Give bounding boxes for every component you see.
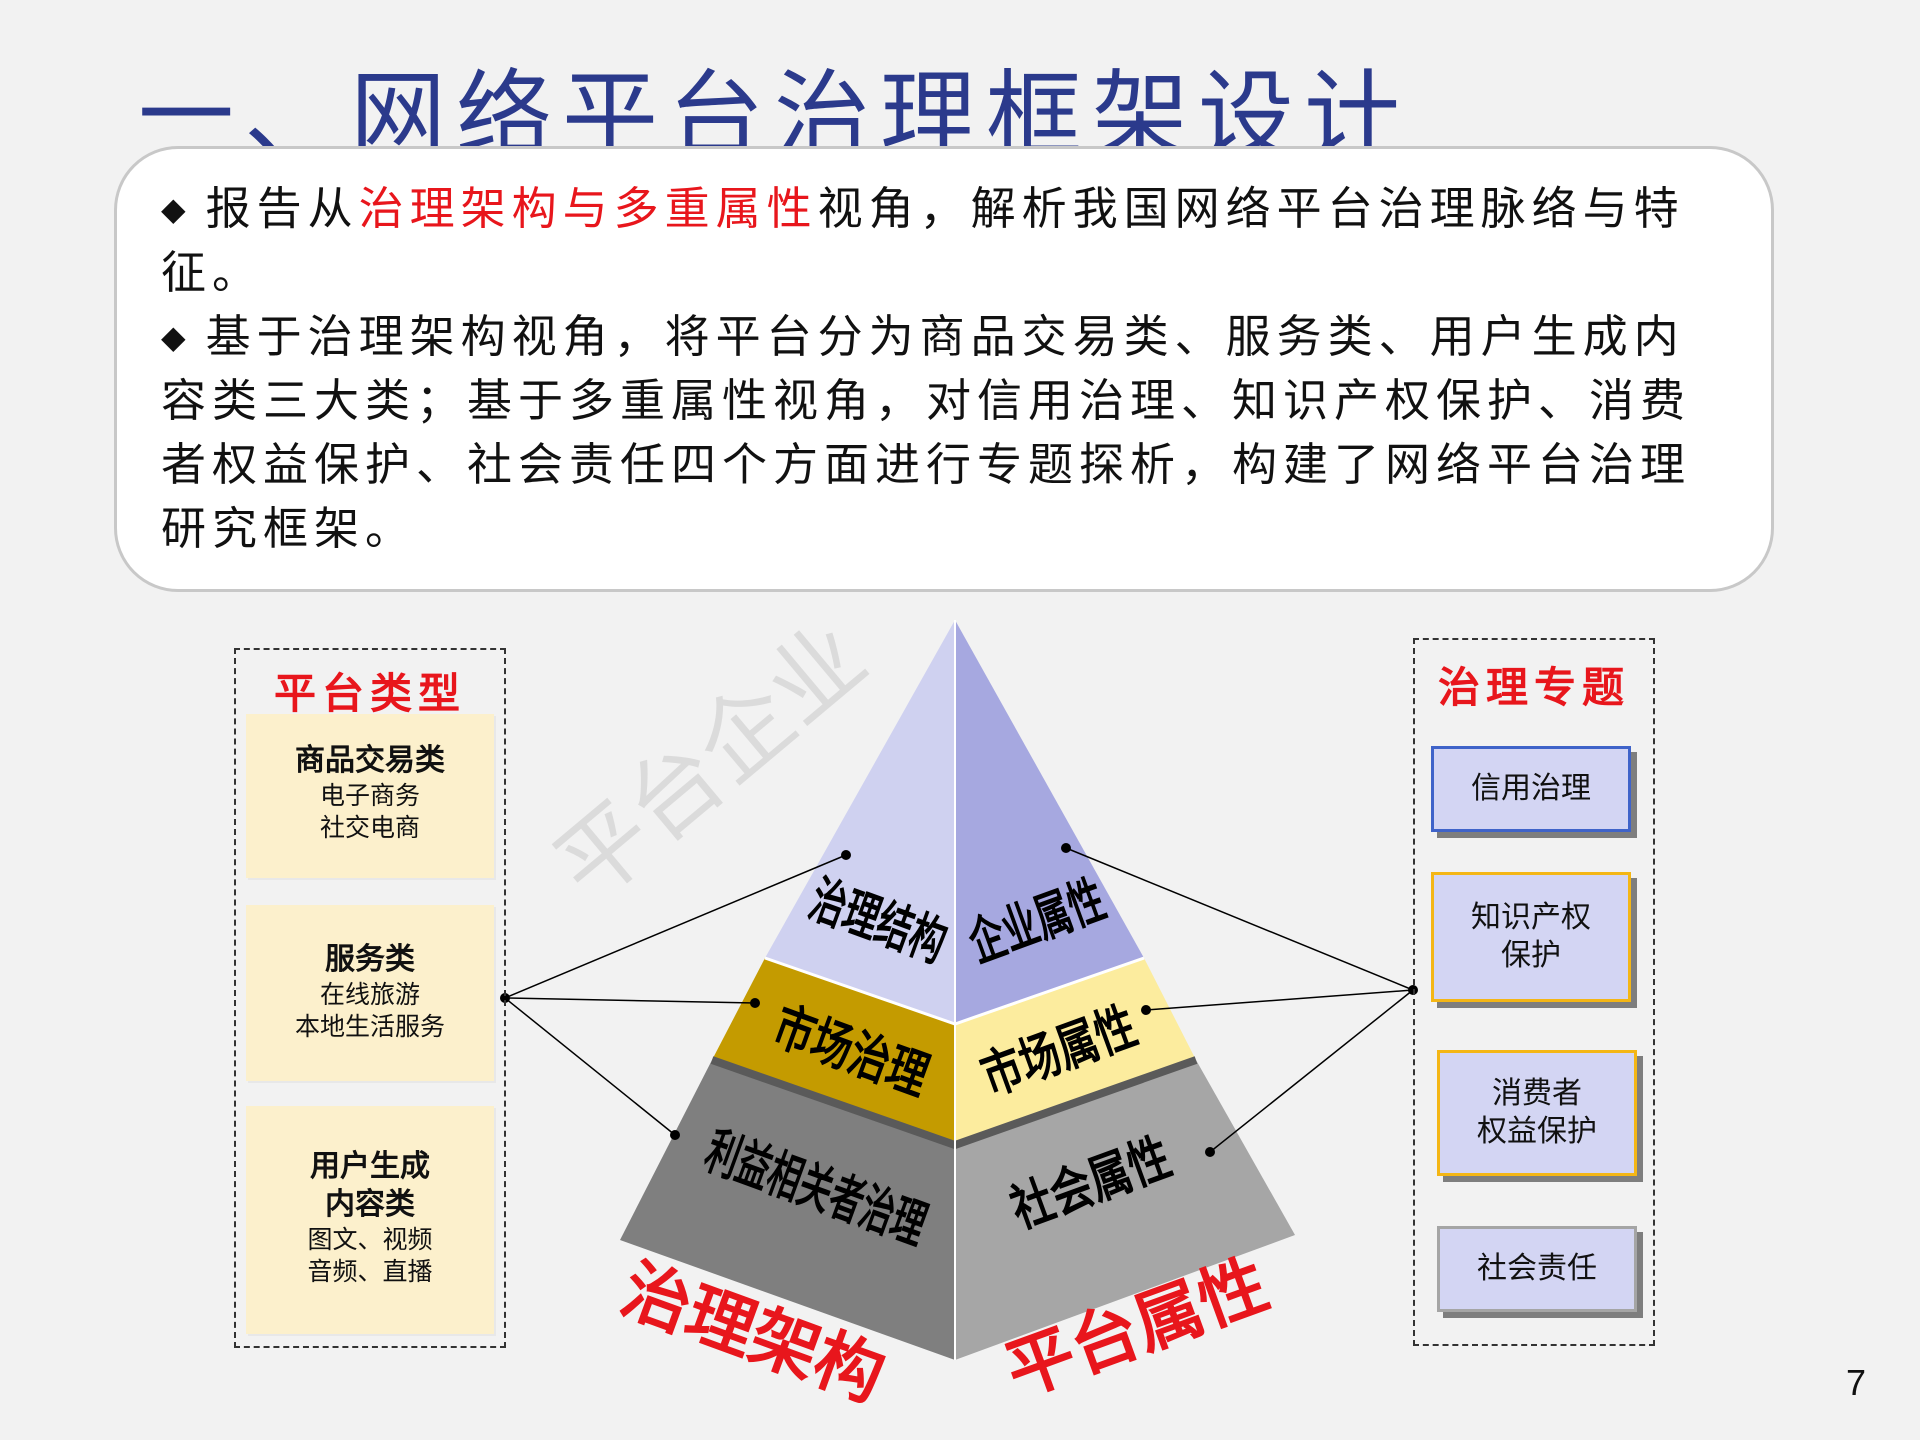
platform-card-services: 服务类 在线旅游 本地生活服务 (246, 905, 494, 1081)
summary-text: 基于治理架构视角，将平台分为商品交易类、服务类、用户生成内容类三大类；基于多重属… (161, 310, 1692, 555)
connector-dot (670, 1130, 680, 1140)
connector-dot (1205, 1147, 1215, 1157)
platform-card-goods-trading: 商品交易类 电子商务 社交电商 (246, 714, 494, 878)
platform-card-name: 用户生成 (310, 1149, 430, 1184)
topic-card-social: 社会责任 (1437, 1226, 1637, 1312)
page-number: 7 (1846, 1362, 1867, 1403)
platform-card-name: 内容类 (325, 1187, 415, 1222)
summary-paragraph-2: ◆基于治理架构视角，将平台分为商品交易类、服务类、用户生成内容类三大类；基于多重… (161, 305, 1731, 561)
topic-card-credit: 信用治理 (1431, 746, 1631, 832)
platform-card-name: 商品交易类 (295, 743, 445, 778)
platform-card-sub: 在线旅游 (319, 980, 420, 1009)
connector-line (1065, 847, 1414, 991)
summary-text: 报告从 (205, 182, 359, 235)
summary-highlight: 治理架构与多重属性 (358, 182, 818, 235)
topic-card-ip: 知识产权 保护 (1431, 872, 1631, 1002)
topic-card-text: 知识产权 (1471, 900, 1591, 935)
diamond-bullet-icon: ◆ (161, 190, 192, 228)
governance-topics-panel: 治理专题 信用治理 知识产权 保护 消费者 权益保护 社会责任 (1413, 638, 1655, 1346)
topic-card-text: 保护 (1501, 938, 1561, 973)
platform-types-panel: 平台类型 商品交易类 电子商务 社交电商 服务类 在线旅游 本地生活服务 用户生… (234, 648, 506, 1348)
topic-card-text: 社会责任 (1477, 1251, 1597, 1286)
tier-base-right (955, 1060, 1295, 1360)
platform-card-ugc: 用户生成 内容类 图文、视频 音频、直播 (246, 1106, 494, 1334)
tier-top-right (955, 620, 1144, 1024)
topic-card-text: 信用治理 (1471, 771, 1591, 806)
connector-line (1145, 989, 1414, 1011)
panel-title-governance-topics: 治理专题 (1437, 663, 1630, 712)
topic-card-text: 消费者 (1492, 1076, 1582, 1111)
topic-card-consumer: 消费者 权益保护 (1437, 1050, 1637, 1176)
platform-card-sub: 电子商务 (319, 781, 420, 810)
tier-mid-right (955, 958, 1196, 1145)
platform-card-sub: 本地生活服务 (294, 1012, 445, 1041)
platform-card-sub: 图文、视频 (307, 1225, 433, 1254)
topic-card-text: 权益保护 (1477, 1114, 1597, 1149)
connector-line (1209, 989, 1414, 1153)
tier-base-left (620, 1060, 955, 1360)
platform-card-sub: 社交电商 (319, 813, 420, 842)
platform-card-name: 服务类 (325, 942, 415, 977)
summary-text: 视角，解析我国网络平台治理脉络与特征。 (161, 182, 1685, 299)
panel-title-platform-types: 平台类型 (273, 669, 466, 718)
connector-line (504, 997, 676, 1136)
tier-mid-left (712, 958, 955, 1145)
connector-dot (1061, 843, 1071, 853)
connector-line (504, 997, 756, 1004)
tier-top-left (765, 620, 955, 1024)
diamond-bullet-icon: ◆ (161, 318, 192, 356)
connector-dot (841, 850, 851, 860)
connector-dot (750, 998, 760, 1008)
summary-box: ◆报告从治理架构与多重属性视角，解析我国网络平台治理脉络与特征。 ◆基于治理架构… (114, 146, 1774, 592)
summary-paragraph-1: ◆ 报告从治理架构与多重属性视角，解析我国网络平台治理脉络与特征。 (161, 177, 1731, 305)
platform-card-sub: 音频、直播 (307, 1257, 433, 1286)
connector-dot (1141, 1005, 1151, 1015)
connector-line (504, 854, 847, 999)
